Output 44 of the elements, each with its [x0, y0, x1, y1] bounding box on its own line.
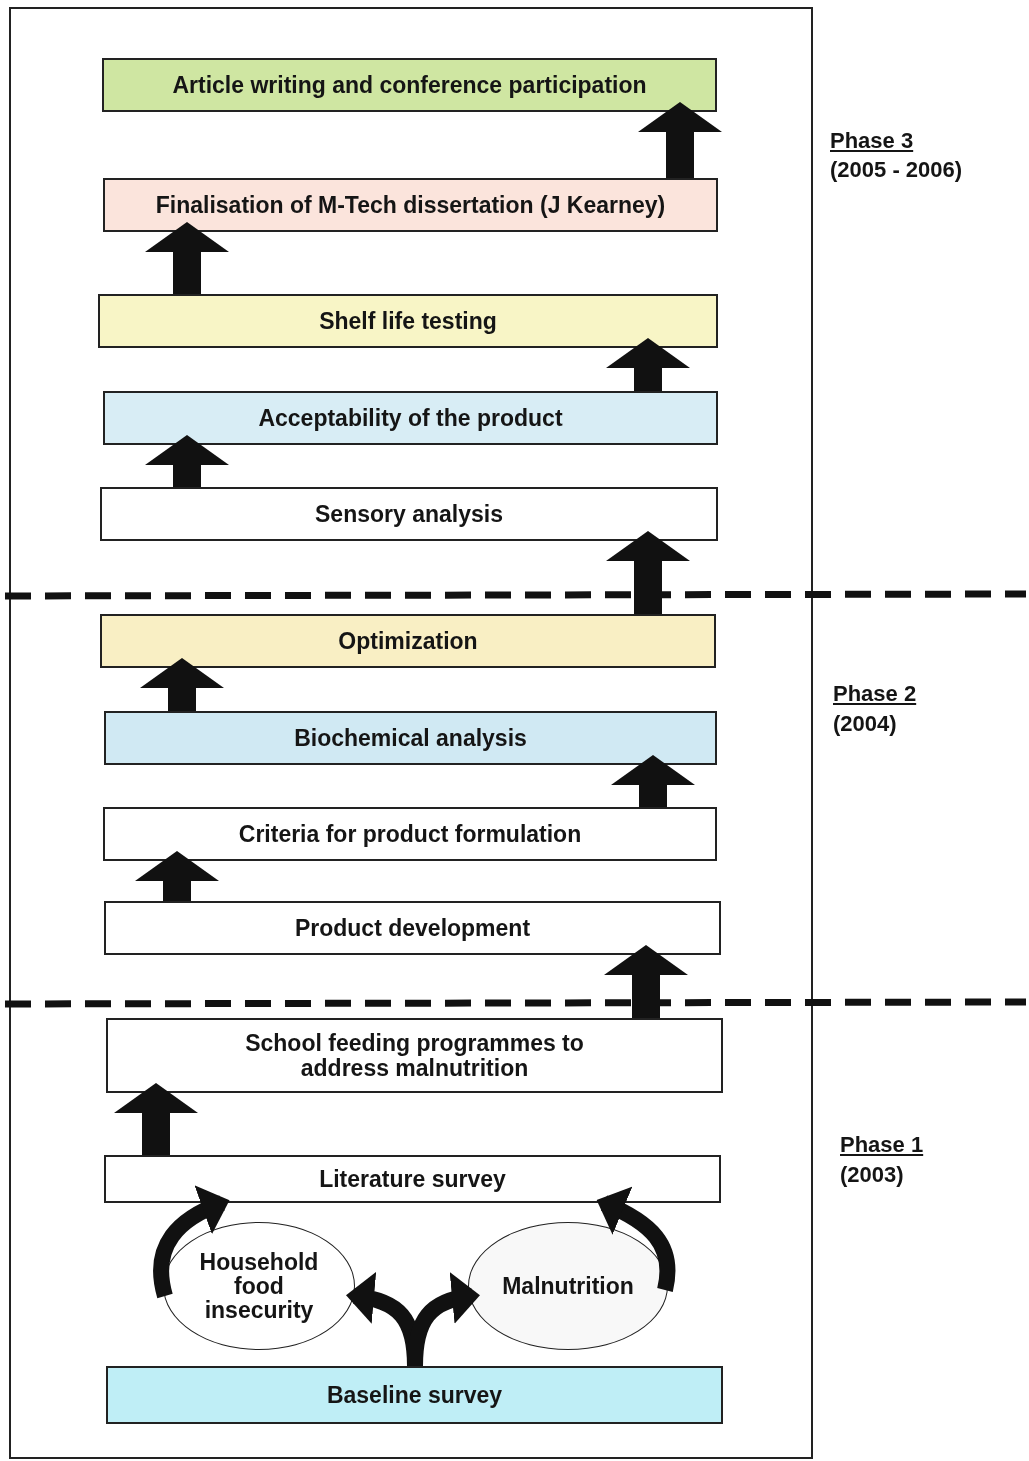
phase-heading: Phase 2	[833, 681, 917, 707]
phase-years: (2003)	[840, 1162, 904, 1188]
stage-box	[98, 294, 718, 348]
block-arrow	[135, 851, 219, 901]
block-arrow	[153, 1186, 230, 1298]
node-text: Acceptability of the product	[258, 405, 563, 431]
block-arrow	[606, 338, 690, 391]
block-arrow	[145, 435, 229, 487]
stage-box	[100, 614, 716, 668]
stage-box	[103, 391, 718, 445]
block-arrow	[114, 1083, 198, 1155]
phase-heading: Phase 1	[840, 1132, 924, 1158]
block-arrow	[606, 531, 690, 614]
block-arrow	[638, 102, 722, 178]
node-text: Malnutrition	[502, 1273, 634, 1299]
node-text: Article writing and conference participation	[172, 72, 647, 98]
node-text: Criteria for product formulation	[238, 821, 582, 847]
stage-box	[106, 1018, 723, 1093]
node-text: Literature survey	[319, 1166, 506, 1192]
block-arrow	[596, 1187, 676, 1292]
node-text: Optimization	[338, 628, 478, 654]
node-text: Shelf life testing	[319, 308, 497, 334]
phase-years: (2005 - 2006)	[830, 157, 963, 183]
stage-box	[106, 1366, 723, 1424]
block-arrow	[140, 658, 224, 711]
node-text: School feeding programmes to address malnutrition	[244, 1031, 585, 1080]
block-arrow	[145, 222, 229, 294]
node-text: Sensory analysis	[315, 501, 503, 527]
block-arrow	[611, 755, 695, 807]
stage-box	[103, 178, 718, 232]
stage-box	[103, 807, 717, 861]
stage-box	[104, 1155, 721, 1203]
phase-years: (2004)	[833, 711, 897, 737]
stage-box	[104, 711, 717, 765]
node-text: Baseline survey	[326, 1382, 503, 1408]
stage-box	[102, 58, 717, 112]
node-text: Finalisation of M-Tech dissertation (J Kearney)	[155, 192, 666, 218]
node-text: Biochemical analysis	[294, 725, 527, 751]
node-text: Household food insecurity	[198, 1249, 320, 1323]
phase-heading: Phase 3	[830, 128, 914, 154]
stage-box	[100, 487, 718, 541]
node-text: Product development	[294, 915, 531, 941]
block-arrow	[604, 945, 688, 1018]
stage-box	[104, 901, 721, 955]
